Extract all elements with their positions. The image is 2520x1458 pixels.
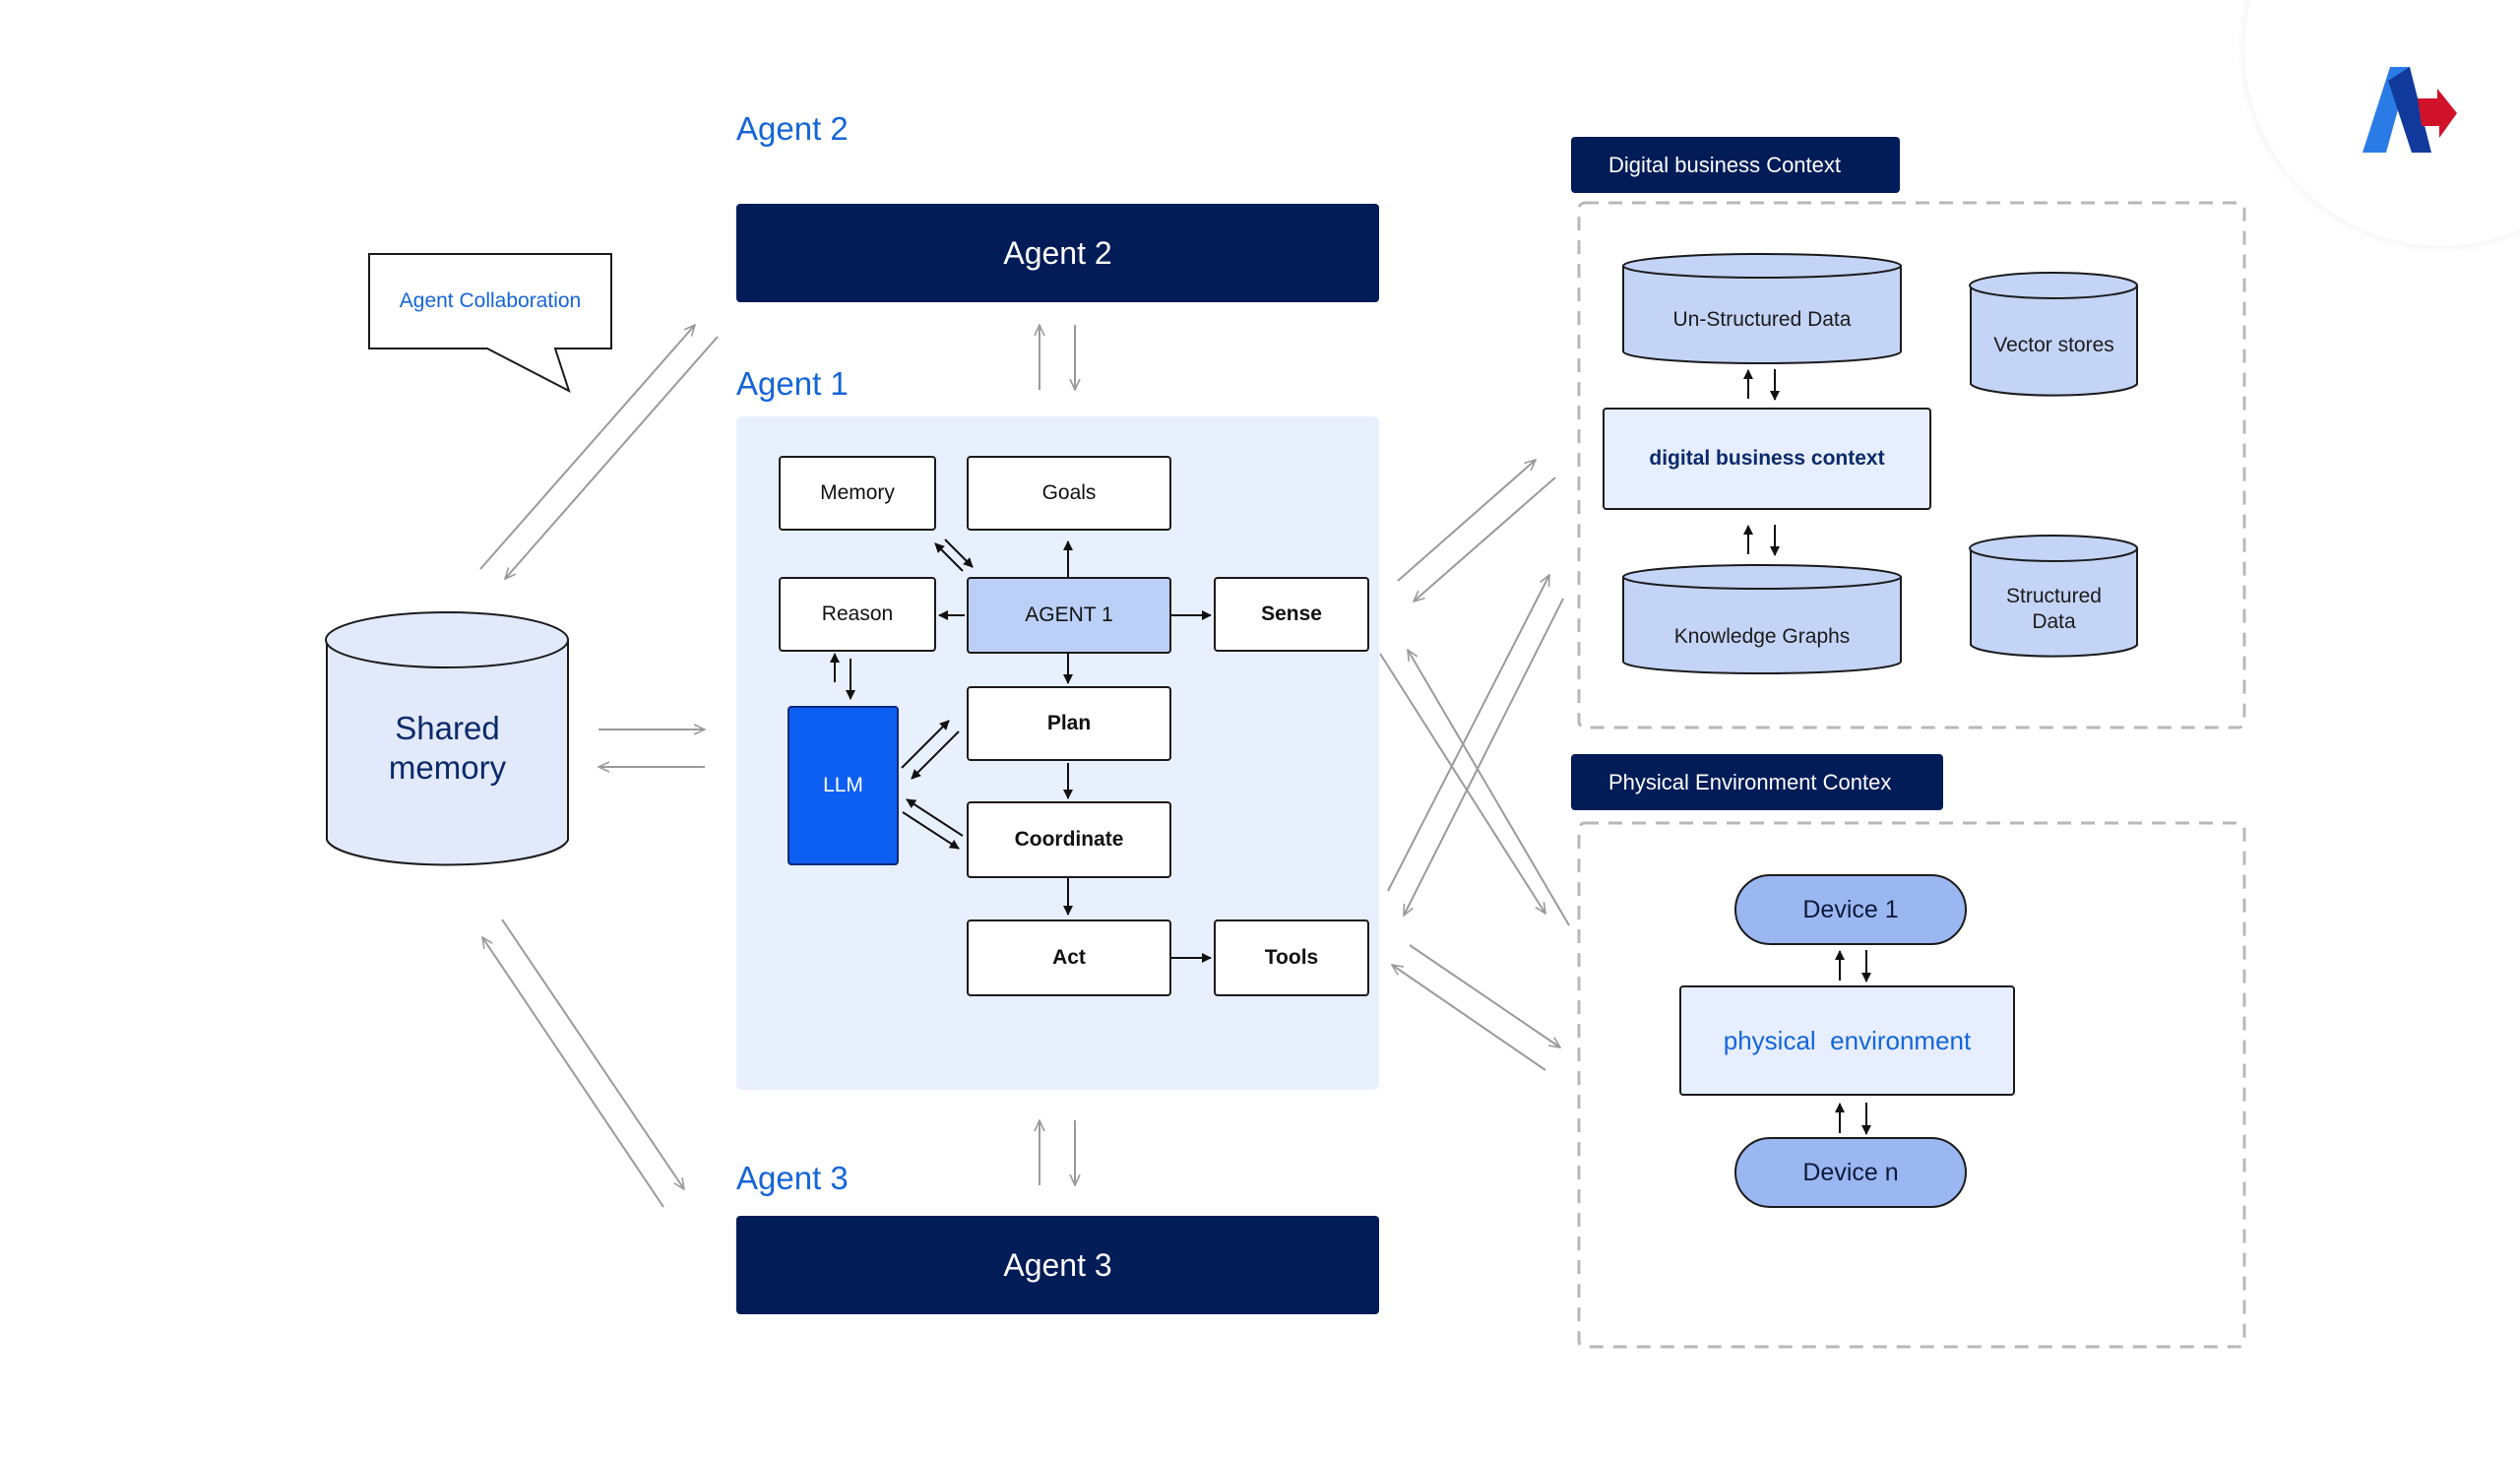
- digital-business-context-box: digital business context: [1603, 408, 1931, 510]
- digital-context-header: Digital business Context: [1571, 137, 1900, 193]
- brand-logo-icon: [2362, 67, 2457, 153]
- agent2-title: Agent 2: [736, 110, 849, 147]
- context-internal-arrows: [1743, 369, 1871, 1135]
- sense-node: Sense: [1214, 577, 1369, 652]
- device-1-node: Device 1: [1734, 874, 1967, 945]
- vector-stores-label: Vector stores: [1993, 333, 2114, 356]
- physical-context-header: Physical Environment Contex: [1571, 754, 1943, 810]
- device-n-node: Device n: [1734, 1137, 1967, 1208]
- knowledge-graphs-cylinder: [1622, 564, 1902, 674]
- agent3-bar: Agent 3: [736, 1216, 1379, 1314]
- plan-node: Plan: [967, 686, 1171, 761]
- shared-memory-label: Shared memory: [388, 710, 507, 786]
- unstructured-data-label: Un-Structured Data: [1672, 307, 1852, 331]
- physical-environment-label: physical environment: [1723, 1025, 1972, 1055]
- agent3-title: Agent 3: [736, 1160, 849, 1196]
- reason-node: Reason: [779, 577, 936, 652]
- goals-node: Goals: [967, 456, 1171, 531]
- agent2-bar: Agent 2: [736, 204, 1379, 302]
- tools-node: Tools: [1214, 919, 1369, 996]
- agent1-title: Agent 1: [736, 365, 849, 402]
- agent-collaboration-callout: Agent Collaboration: [399, 289, 582, 312]
- memory-node: Memory: [779, 456, 936, 531]
- unstructured-data-cylinder: [1622, 253, 1902, 364]
- digital-business-context-label: digital business context: [1649, 447, 1885, 470]
- agent1-internal-arrows: [830, 539, 1212, 963]
- knowledge-graphs-label: Knowledge Graphs: [1673, 624, 1851, 648]
- structured-data-cylinder: [1969, 535, 2138, 658]
- llm-node: LLM: [788, 706, 899, 865]
- callout-bubble: [368, 253, 612, 394]
- structured-data-label: Structured Data: [2006, 584, 2102, 633]
- digital-context-panel: [1577, 201, 2246, 729]
- physical-environment-box: physical environment: [1679, 985, 2015, 1096]
- shared-memory-cylinder: [325, 611, 569, 866]
- vector-stores-cylinder: [1969, 272, 2138, 397]
- agent1-node: AGENT 1: [967, 577, 1171, 654]
- coordinate-node: Coordinate: [967, 801, 1171, 878]
- agent-connector-arrows: [479, 325, 1570, 1208]
- act-node: Act: [967, 919, 1171, 996]
